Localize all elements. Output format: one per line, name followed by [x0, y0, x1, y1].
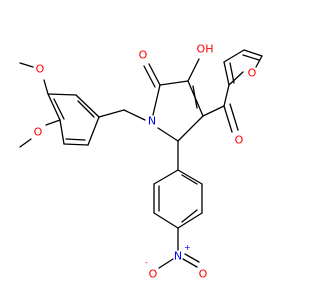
bond	[192, 85, 198, 109]
bond	[153, 212, 179, 229]
bond	[159, 80, 189, 86]
bonds	[19, 49, 263, 269]
bond	[153, 169, 179, 185]
bond	[255, 55, 263, 68]
bond	[181, 174, 198, 185]
furan-ring-o: O	[248, 67, 257, 80]
bond	[47, 93, 77, 96]
bond	[19, 138, 32, 148]
bond	[63, 143, 89, 146]
nitro-o-minus: O	[149, 268, 158, 281]
bond	[152, 84, 161, 116]
bond	[182, 258, 198, 268]
bond	[143, 65, 156, 88]
atom-labels: O O O OH O O N N + O - O	[34, 43, 257, 281]
bond	[65, 138, 86, 141]
hydroxy-group: OH	[197, 43, 214, 56]
bond	[177, 212, 203, 229]
bond	[157, 127, 179, 142]
bond	[47, 93, 61, 121]
bond	[19, 62, 34, 68]
nitro-n-charge: +	[184, 243, 191, 252]
bond	[148, 63, 161, 86]
methoxy-o-lower: O	[34, 126, 43, 139]
methoxy-o-upper: O	[36, 63, 45, 76]
bond	[53, 98, 65, 120]
bond	[223, 49, 245, 63]
lactam-n: N	[148, 115, 156, 128]
bond	[177, 169, 203, 185]
bond	[242, 54, 260, 61]
bond	[184, 253, 200, 263]
bond	[229, 62, 235, 84]
bond	[181, 209, 198, 223]
bond	[43, 79, 49, 95]
bond	[243, 49, 263, 57]
bond	[87, 116, 100, 146]
lactam-carbonyl-o: O	[139, 49, 148, 62]
nitro-o: O	[199, 268, 208, 281]
bond	[223, 84, 230, 107]
bond	[77, 100, 95, 118]
bond	[223, 61, 230, 86]
bond	[123, 109, 146, 121]
nitro-o-charge: -	[145, 258, 148, 267]
bond	[229, 103, 239, 131]
bond	[59, 119, 65, 145]
molecule-structure-diagram: O O O OH O O N N + O - O	[19, 43, 263, 281]
ketone-o: O	[235, 134, 244, 147]
bond	[98, 109, 125, 118]
bond	[177, 115, 204, 142]
bond	[158, 258, 174, 269]
bond	[45, 119, 61, 126]
bond	[223, 105, 233, 133]
bond	[75, 94, 100, 118]
bond	[228, 71, 244, 86]
bond	[202, 105, 225, 117]
nitro-n: N	[174, 250, 182, 263]
bond	[187, 58, 200, 82]
